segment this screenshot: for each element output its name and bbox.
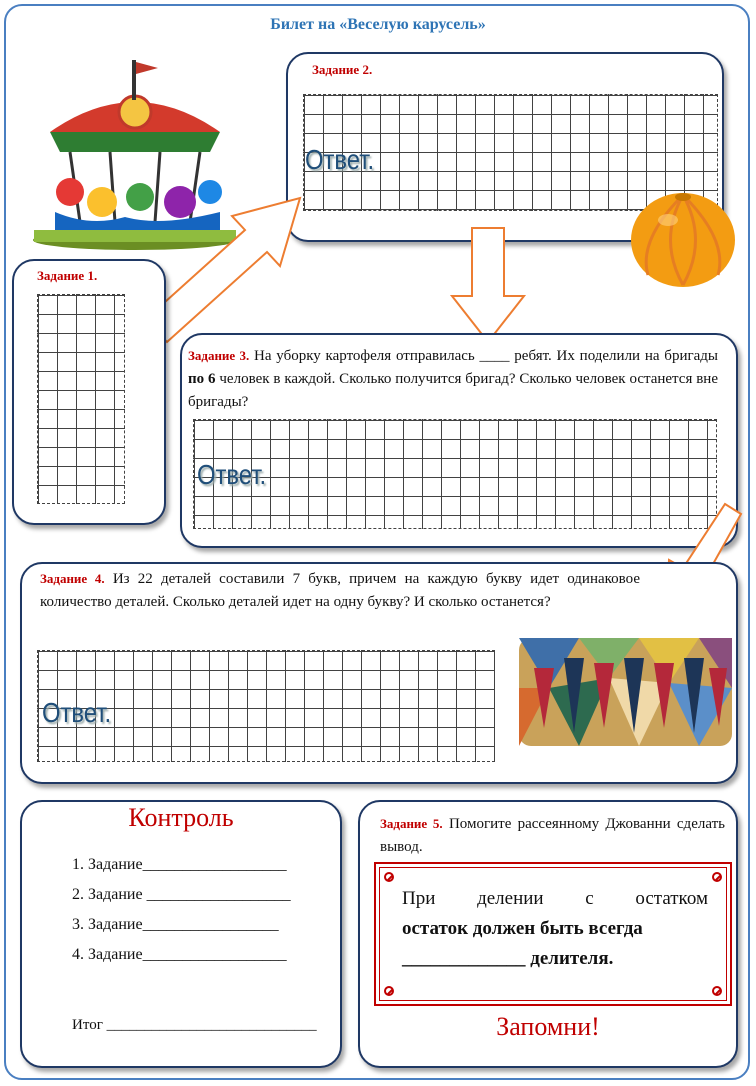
arrow-up-right-icon bbox=[143, 196, 302, 344]
task3-label: Задание 3. bbox=[188, 348, 250, 363]
remember-plate: При делении с остатком остаток должен бы… bbox=[374, 862, 732, 1006]
screw-icon bbox=[384, 872, 394, 882]
task3-answer-label: Ответ. bbox=[197, 459, 267, 490]
kontrol-item-3[interactable]: 3. Задание_________________ bbox=[72, 916, 279, 933]
tangerine-illustration bbox=[631, 193, 735, 287]
task5-text-body: Помогите рассеянному Джованни сделать вы… bbox=[380, 816, 726, 855]
task4-answer-grid[interactable] bbox=[37, 650, 495, 762]
screw-icon bbox=[384, 986, 394, 996]
task3-answer-grid[interactable] bbox=[193, 419, 717, 529]
kontrol-item-1[interactable]: 1. Задание__________________ bbox=[72, 856, 287, 873]
task4-label: Задание 4. bbox=[40, 571, 105, 586]
task3-text-bold: по 6 bbox=[188, 371, 216, 387]
task4-text-body: Из 22 деталей составили 7 букв, причем н… bbox=[40, 571, 640, 610]
kontrol-itog[interactable]: Итог ____________________________ bbox=[72, 1017, 317, 1033]
task4-answer-label: Ответ. bbox=[42, 697, 112, 728]
task3-text-part2: человек в каждой. Сколько получится бриг… bbox=[188, 371, 718, 410]
kontrol-title: Контроль bbox=[128, 803, 234, 832]
task5-label: Задание 5. bbox=[380, 816, 443, 831]
page-frame bbox=[4, 4, 750, 1080]
rule-text-line1: При делении с остатком bbox=[402, 888, 708, 909]
task2-answer-grid[interactable] bbox=[303, 94, 718, 211]
rule-text-line2: остаток должен быть всегда bbox=[402, 918, 643, 939]
task2-answer-label: Ответ. bbox=[305, 144, 375, 175]
remember-heading: Запомни! bbox=[496, 1012, 600, 1041]
task5-text: Задание 5. Помогите рассеянному Джованни… bbox=[380, 812, 725, 859]
task3-text-part1: На уборку картофеля отправилась ____ реб… bbox=[254, 348, 718, 364]
rule-text: При делении с остатком остаток должен бы… bbox=[402, 884, 708, 974]
page-title: Билет на «Веселую карусель» bbox=[270, 16, 486, 33]
rule-text-line3[interactable]: _____________ делителя. bbox=[402, 948, 614, 969]
task2-label: Задание 2. bbox=[312, 62, 373, 77]
carousel-illustration bbox=[33, 60, 237, 250]
screw-icon bbox=[712, 872, 722, 882]
kontrol-box bbox=[20, 800, 342, 1068]
mosaic-letters-illustration bbox=[519, 638, 732, 746]
task3-text: Задание 3. На уборку картофеля отправила… bbox=[188, 344, 718, 414]
kontrol-item-2[interactable]: 2. Задание __________________ bbox=[72, 886, 291, 903]
task1-label: Задание 1. bbox=[37, 268, 98, 283]
arrow-down-icon bbox=[449, 227, 527, 344]
task1-answer-grid[interactable] bbox=[37, 294, 125, 504]
kontrol-list: 1. Задание__________________ 2. Задание … bbox=[72, 850, 334, 970]
task4-text: Задание 4. Из 22 деталей составили 7 бук… bbox=[40, 567, 640, 614]
kontrol-item-4[interactable]: 4. Задание__________________ bbox=[72, 946, 287, 963]
screw-icon bbox=[712, 986, 722, 996]
